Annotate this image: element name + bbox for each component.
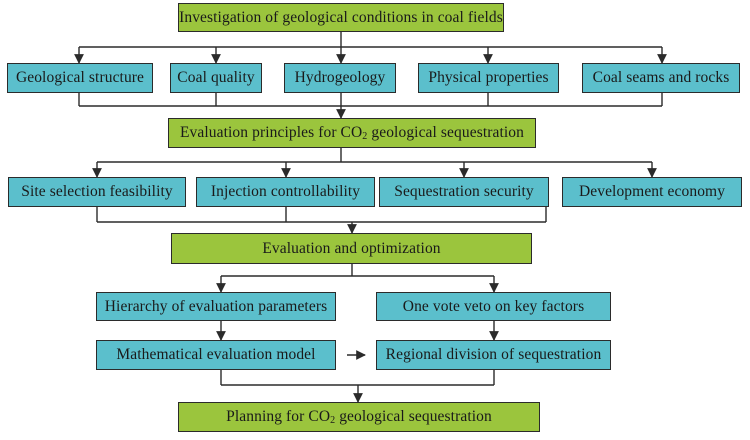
evaluation-optimization-box: Evaluation and optimization <box>171 233 532 264</box>
one-vote-veto-box: One vote veto on key factors <box>376 292 611 321</box>
hierarchy-parameters-label: Hierarchy of evaluation parameters <box>104 297 328 315</box>
sequestration-security-box: Sequestration security <box>379 177 549 207</box>
site-selection-label: Site selection feasibility <box>21 183 173 200</box>
hydrogeology-box: Hydrogeology <box>284 63 396 93</box>
evaluation-optimization-label: Evaluation and optimization <box>262 239 441 257</box>
regional-division-box: Regional division of sequestration <box>376 340 611 370</box>
one-vote-veto-label: One vote veto on key factors <box>402 297 585 315</box>
geological-structure-box: Geological structure <box>7 63 153 93</box>
injection-controllability-label: Injection controllability <box>210 183 361 200</box>
hydrogeology-label: Hydrogeology <box>294 69 386 86</box>
investigation-label: Investigation of geological conditions i… <box>179 8 503 26</box>
coal-quality-label: Coal quality <box>177 69 255 86</box>
investigation-box: Investigation of geological conditions i… <box>178 3 504 32</box>
planning-label: Planning for CO2 geological sequestratio… <box>226 408 492 426</box>
injection-controllability-box: Injection controllability <box>196 177 375 207</box>
coal-quality-box: Coal quality <box>170 63 262 93</box>
evaluation-principles-box: Evaluation principles for CO2 geological… <box>168 118 536 148</box>
geological-structure-label: Geological structure <box>15 69 145 86</box>
math-model-label: Mathematical evaluation model <box>116 346 316 363</box>
math-model-box: Mathematical evaluation model <box>96 340 336 370</box>
development-economy-box: Development economy <box>562 177 742 207</box>
physical-properties-box: Physical properties <box>418 63 559 93</box>
coal-seams-rocks-label: Coal seams and rocks <box>592 69 730 86</box>
sequestration-security-label: Sequestration security <box>394 183 534 200</box>
site-selection-box: Site selection feasibility <box>8 177 186 207</box>
coal-seams-rocks-box: Coal seams and rocks <box>582 63 740 93</box>
physical-properties-label: Physical properties <box>428 69 549 86</box>
development-economy-label: Development economy <box>578 183 726 200</box>
regional-division-label: Regional division of sequestration <box>385 346 602 363</box>
hierarchy-parameters-box: Hierarchy of evaluation parameters <box>96 292 336 321</box>
evaluation-principles-label: Evaluation principles for CO2 geological… <box>179 124 524 142</box>
planning-box: Planning for CO2 geological sequestratio… <box>178 402 540 432</box>
